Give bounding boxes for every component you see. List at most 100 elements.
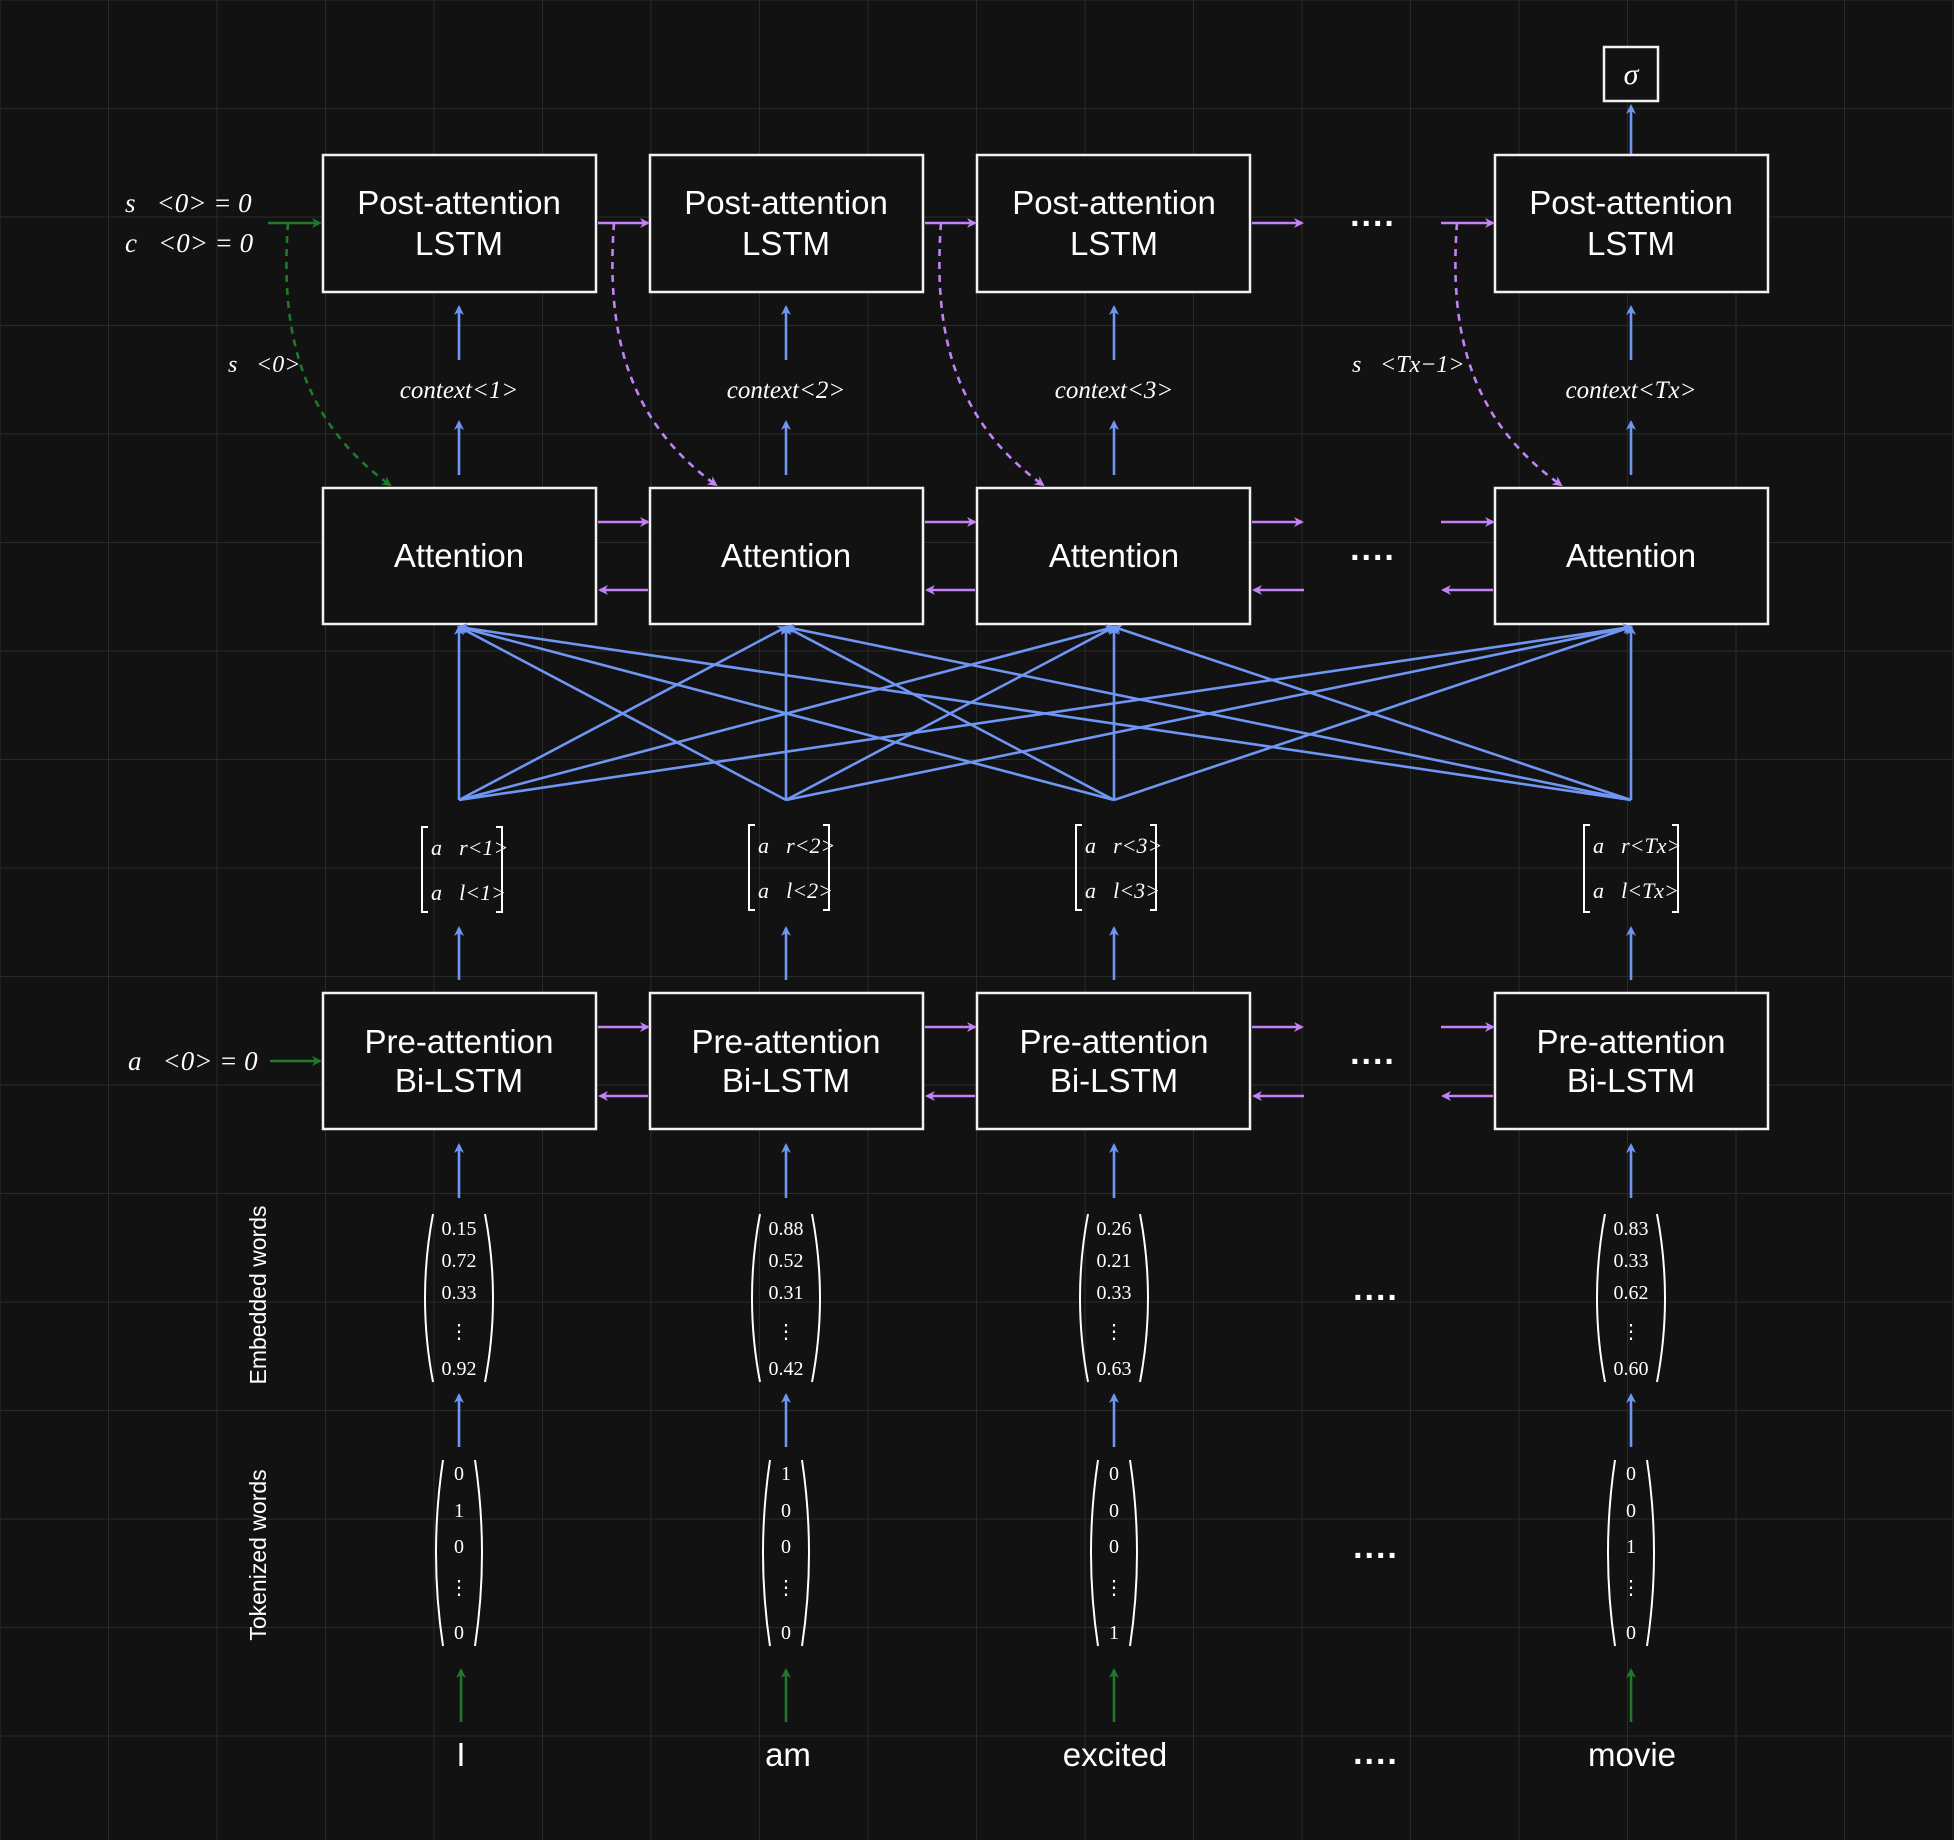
input-word-tx: movie	[1588, 1736, 1676, 1773]
context-label-3: context<3>	[1055, 377, 1173, 404]
pre-attention-subtitle-2: Bi-LSTM	[722, 1062, 850, 1099]
embedded-entry-3-4: ⋮	[1104, 1321, 1124, 1343]
embedded-paren-right-2	[811, 1213, 821, 1383]
embedded-paren-left-2	[751, 1213, 761, 1383]
attention-ellipsis: ....	[1350, 530, 1396, 568]
embedded-paren-left-1	[424, 1213, 434, 1383]
activation-3-to-attention-2-line	[784, 625, 1115, 802]
activation-right-3: a⃗r<3>	[1085, 833, 1162, 858]
post-attention-box-1	[321, 153, 598, 294]
state-tx-1-label: s⃗<Tx−1>	[1352, 352, 1465, 378]
tokenized-entry-4-2: 0	[1626, 1500, 1636, 1522]
attention-label-tx: Attention	[1566, 537, 1696, 574]
tokenized-entry-4-1: 0	[1626, 1463, 1636, 1485]
pre-attention-title-tx: Pre-attention	[1537, 1023, 1726, 1060]
post-attention-subtitle-tx: LSTM	[1587, 225, 1675, 262]
post-attention-box-3	[975, 153, 1252, 294]
activation-tx: a⃗r<Tx> a⃗l<Tx>	[1583, 824, 1681, 913]
tokenized-entry-1-5: 0	[454, 1622, 464, 1644]
state-tx-1-dashed-arrow	[1454, 222, 1563, 487]
post-attention-lstm-1: Post-attention LSTM	[321, 153, 598, 294]
attention-label-1: Attention	[394, 537, 524, 574]
activation-bracket-left-3	[1075, 824, 1082, 911]
post-attention-title-tx: Post-attention	[1529, 184, 1733, 221]
post-attention-box-tx	[1493, 153, 1770, 294]
state-0-label: s⃗<0>	[228, 352, 300, 378]
pre-attention-ellipsis: ....	[1350, 1034, 1396, 1072]
tokenized-entry-3-5: 1	[1109, 1622, 1119, 1644]
context-label-tx: context<Tx>	[1566, 377, 1697, 404]
state-0-dashed-arrow	[285, 222, 392, 487]
tokenized-entry-3-3: 0	[1109, 1536, 1119, 1558]
activation-left-2: a⃗l<2>	[758, 878, 833, 903]
tokenized-entry-3-4: ⋮	[1104, 1577, 1124, 1599]
activation-3: a⃗r<3> a⃗l<3>	[1075, 824, 1162, 911]
activation-bracket-left-tx	[1583, 824, 1590, 913]
pre-attention-bilstm-1: Pre-attention Bi-LSTM	[321, 991, 598, 1131]
input-word-1: I	[456, 1736, 465, 1773]
tokenized-entry-1-1: 0	[454, 1463, 464, 1485]
pre-attention-subtitle-3: Bi-LSTM	[1050, 1062, 1178, 1099]
embedded-entry-2-1: 0.88	[769, 1218, 804, 1240]
activation-4-to-attention-2-line	[784, 623, 1632, 802]
tokenized-ellipsis: ....	[1353, 1528, 1399, 1566]
tokenized-paren-right-3	[1129, 1459, 1138, 1647]
pre-attention-box-1	[321, 991, 598, 1131]
attention-tx: Attention	[1493, 486, 1770, 626]
pre-attention-subtitle-1: Bi-LSTM	[395, 1062, 523, 1099]
embedded-entry-4-2: 0.33	[1614, 1250, 1649, 1272]
embedded-entry-3-3: 0.33	[1097, 1282, 1132, 1304]
tokenized-entry-1-4: ⋮	[449, 1577, 469, 1599]
embedded-entry-2-3: 0.31	[769, 1282, 804, 1304]
tokenized-paren-left-1	[435, 1459, 444, 1647]
activation-3-to-attention-1-line	[457, 624, 1115, 802]
tokenized-entry-2-1: 1	[781, 1463, 791, 1485]
post-attention-box-2	[648, 153, 925, 294]
activation-right-1: a⃗r<1>	[431, 835, 508, 860]
post-attention-lstm-tx: Post-attention LSTM	[1493, 153, 1770, 294]
post-attention-lstm-2: Post-attention LSTM	[648, 153, 925, 294]
embedded-vectors: 0.150.720.33⋮0.920.880.520.31⋮0.420.260.…	[424, 1213, 1666, 1383]
activation-attention-connections	[454, 623, 1636, 802]
tokenized-paren-right-2	[801, 1459, 810, 1647]
activation-bracket-right-1	[496, 826, 503, 913]
activation-left-3: a⃗l<3>	[1085, 878, 1160, 903]
tokenized-entry-2-5: 0	[781, 1622, 791, 1644]
tokenized-paren-right-1	[474, 1459, 483, 1647]
tokenized-entry-4-3: 1	[1626, 1536, 1636, 1558]
embedded-entry-1-4: ⋮	[449, 1321, 469, 1343]
activation-bracket-right-3	[1150, 824, 1157, 911]
context-label-1: context<1>	[400, 377, 518, 404]
activation-4-to-attention-3-line	[1112, 624, 1632, 802]
output-sigma-label: σ	[1624, 58, 1640, 91]
embedded-entry-1-3: 0.33	[442, 1282, 477, 1304]
attention-2: Attention	[648, 486, 925, 626]
activation-bracket-left-1	[421, 826, 428, 913]
pre-attention-title-2: Pre-attention	[692, 1023, 881, 1060]
tokenized-entry-2-3: 0	[781, 1536, 791, 1558]
pre-attention-box-3	[975, 991, 1252, 1131]
post-attention-subtitle-1: LSTM	[415, 225, 503, 262]
activation-left-1: a⃗l<1>	[431, 880, 506, 905]
state-2-dashed-arrow	[938, 222, 1045, 487]
tokenized-entry-1-2: 1	[454, 1500, 464, 1522]
attention-1: Attention	[321, 486, 598, 626]
context-column-3: context<3>	[1055, 305, 1173, 475]
tokenized-entry-2-4: ⋮	[776, 1577, 796, 1599]
pre-attention-bilstm-2: Pre-attention Bi-LSTM	[648, 991, 925, 1131]
context-column-tx: context<Tx>	[1566, 305, 1697, 475]
embedded-entry-2-2: 0.52	[769, 1250, 804, 1272]
embedded-entry-3-1: 0.26	[1097, 1218, 1132, 1240]
pre-attention-title-1: Pre-attention	[365, 1023, 554, 1060]
embedded-entry-4-4: ⋮	[1621, 1321, 1641, 1343]
embedded-entry-3-5: 0.63	[1097, 1358, 1132, 1380]
tokenized-entry-1-3: 0	[454, 1536, 464, 1558]
state-1-dashed-arrow	[611, 222, 718, 487]
embedded-paren-left-4	[1596, 1213, 1606, 1383]
embedded-paren-right-3	[1139, 1213, 1149, 1383]
post-attention-subtitle-3: LSTM	[1070, 225, 1158, 262]
embedded-ellipsis: ....	[1353, 1270, 1399, 1308]
activation-bracket-left-2	[748, 824, 755, 911]
tokenized-entry-3-2: 0	[1109, 1500, 1119, 1522]
